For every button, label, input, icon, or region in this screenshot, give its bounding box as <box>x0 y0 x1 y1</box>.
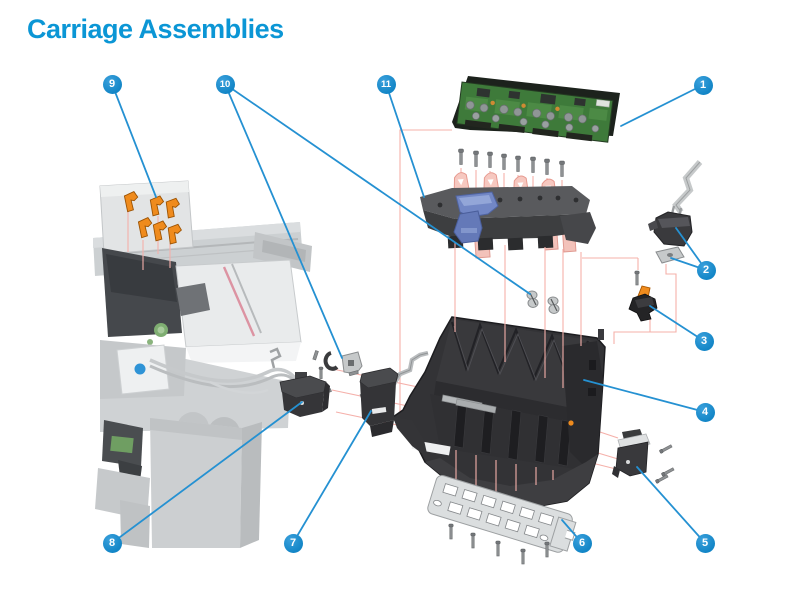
left-sensor-housing <box>279 372 330 417</box>
leader-line-5 <box>636 466 706 544</box>
leader-line-1 <box>620 84 704 127</box>
cover-blue-latch <box>453 191 499 244</box>
callout-2: 2 <box>696 260 716 280</box>
leader-line-7 <box>292 410 372 544</box>
carriage-cover <box>420 172 596 259</box>
backing-plate <box>427 474 577 565</box>
callout-6: 6 <box>572 533 592 553</box>
leader-line-8 <box>111 401 303 544</box>
leader-line-9 <box>111 83 157 198</box>
callout-3: 3 <box>694 331 714 351</box>
callout-5: 5 <box>695 533 715 553</box>
leader-line-10 <box>224 83 343 359</box>
callout-1: 1 <box>693 75 713 95</box>
callout-8: 8 <box>102 533 122 553</box>
orange-latch-clips <box>123 191 182 245</box>
leader-line-10 <box>224 83 531 295</box>
line-sensor <box>628 285 658 322</box>
callout-9: 9 <box>102 74 122 94</box>
printer-ghost-illustration <box>93 180 312 548</box>
callout-4: 4 <box>695 402 715 422</box>
callout-10: 10 <box>215 74 235 94</box>
carriage-pca-board <box>452 76 620 143</box>
leader-line-3 <box>649 305 705 342</box>
cover-screws <box>458 148 565 177</box>
callout-11: 11 <box>376 74 396 94</box>
carriage-body <box>392 316 606 509</box>
page-title: Carriage Assemblies <box>27 14 284 44</box>
leader-line-4 <box>583 379 706 413</box>
callout-7: 7 <box>283 533 303 553</box>
leader-line-11 <box>385 83 425 198</box>
right-sensor-housing <box>612 429 675 484</box>
